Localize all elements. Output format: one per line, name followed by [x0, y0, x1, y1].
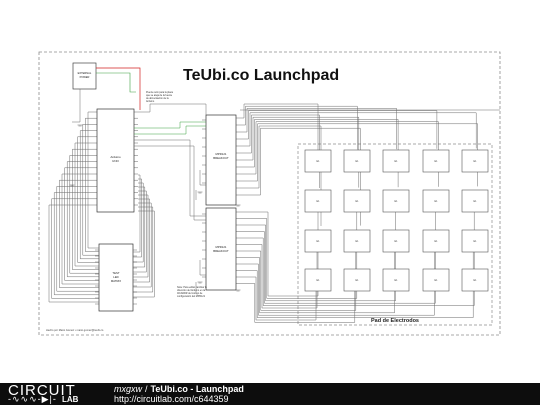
- footer-bar: CIRCUIT -∿∿∿-▶|- LAB mxgxw/TeUbi.co - La…: [0, 382, 540, 405]
- svg-text:Puente solo para la placa: Puente solo para la placa: [146, 91, 174, 94]
- electrode-pad[interactable]: E1: [382, 149, 410, 173]
- svg-text:de alimentación de la: de alimentación de la: [146, 97, 169, 100]
- power-label-1: EXTERNAL: [78, 71, 92, 75]
- electrode-pad[interactable]: E1: [422, 189, 450, 213]
- schematic-svg: TeUbi.co Launchpad EXTERNAL POWER Puente…: [38, 51, 501, 336]
- electrode-pad[interactable]: E1: [422, 229, 450, 253]
- arduino-chip[interactable]: Arduino UNO: [96, 108, 135, 213]
- schematic-canvas[interactable]: TeUbi.co Launchpad EXTERNAL POWER Puente…: [0, 0, 540, 383]
- logo-lab-text: LAB: [62, 395, 79, 404]
- mpr2-label-1: MPR121: [216, 245, 227, 249]
- credit-text: Hecho por Mario Gomez • mario.gomez@teub…: [46, 328, 104, 332]
- mpr121-chip-2[interactable]: MPR121 BREAKOUT: [205, 207, 237, 291]
- electrode-pad[interactable]: E1: [382, 229, 410, 253]
- electrode-pad[interactable]: E1: [382, 189, 410, 213]
- address-note: Note: Para editar cambiar la dirección d…: [177, 286, 207, 298]
- electrode-label: E1: [435, 160, 439, 163]
- svg-text:Arduino: Arduino: [146, 100, 155, 103]
- electrode-label: E1: [435, 200, 439, 203]
- led-label-2: LED: [113, 275, 118, 279]
- electrode-label: E1: [474, 200, 478, 203]
- electrode-pad[interactable]: E1: [382, 268, 410, 292]
- led-label-1: TEST: [112, 271, 119, 275]
- arduino-label-2: UNO: [112, 159, 119, 163]
- electrode-label: E1: [317, 160, 321, 163]
- electrode-pad[interactable]: E1: [304, 268, 332, 292]
- electrode-label: E1: [474, 160, 478, 163]
- power-label-2: POWER: [80, 75, 90, 79]
- electrode-label: E1: [356, 240, 360, 243]
- svg-text:dirección del Arduino en la: dirección del Arduino en la: [177, 289, 206, 292]
- electrode-pad[interactable]: E1: [461, 149, 489, 173]
- electrode-pad[interactable]: E1: [343, 189, 371, 213]
- electrode-pad[interactable]: E1: [304, 149, 332, 173]
- svg-text:I2CADDR del código de: I2CADDR del código de: [177, 292, 203, 295]
- electrode-label: E1: [356, 279, 360, 282]
- electrode-label: E1: [317, 240, 321, 243]
- circuit-url[interactable]: http://circuitlab.com/c644359: [114, 394, 229, 404]
- electrode-label: E1: [435, 279, 439, 282]
- circuit-title: TeUbi.co - Launchpad: [150, 384, 244, 394]
- jumper-note: Puente solo para la placa que se aleja d…: [146, 91, 174, 103]
- diagram-title: TeUbi.co Launchpad: [183, 67, 339, 84]
- arduino-label-1: Arduino: [110, 155, 121, 159]
- title-separator: /: [145, 384, 148, 394]
- electrode-label: E1: [395, 240, 399, 243]
- electrode-label: E1: [317, 279, 321, 282]
- schematic-border: [38, 51, 501, 336]
- electrode-pad[interactable]: E1: [461, 189, 489, 213]
- wire-network: [48, 103, 500, 323]
- chip-pins: [69, 111, 241, 305]
- led-matrix-chip[interactable]: TEST LED MATRIX: [98, 243, 134, 312]
- electrode-pad[interactable]: E1: [304, 189, 332, 213]
- electrode-label: E1: [395, 160, 399, 163]
- electrode-pad-region: [297, 143, 493, 326]
- circuitlab-logo[interactable]: CIRCUIT: [8, 382, 76, 399]
- electrode-pad[interactable]: E1: [422, 149, 450, 173]
- mpr2-label-2: BREAKOUT: [213, 249, 229, 253]
- logo-resistor-icon: -∿∿∿-▶|-: [8, 394, 57, 404]
- mpr1-label-1: MPR121: [216, 152, 227, 156]
- electrode-label: E1: [317, 200, 321, 203]
- electrode-pad[interactable]: E1: [461, 268, 489, 292]
- svg-text:Note: Para editar cambiar la: Note: Para editar cambiar la: [177, 286, 207, 289]
- electrode-label: E1: [356, 160, 360, 163]
- electrode-label: E1: [474, 279, 478, 282]
- electrode-pad[interactable]: E1: [343, 268, 371, 292]
- mpr1-label-2: BREAKOUT: [213, 156, 229, 160]
- mpr121-chip-1[interactable]: MPR121 BREAKOUT: [205, 114, 237, 206]
- electrode-pad[interactable]: E1: [461, 229, 489, 253]
- electrode-label: E1: [395, 200, 399, 203]
- electrode-label: E1: [435, 240, 439, 243]
- external-power-block[interactable]: EXTERNAL POWER: [72, 62, 97, 90]
- electrode-pad[interactable]: E1: [304, 229, 332, 253]
- electrode-label: E1: [356, 200, 360, 203]
- svg-text:que se aleja de la fuente: que se aleja de la fuente: [146, 94, 173, 97]
- electrode-label: E1: [474, 240, 478, 243]
- electrode-label: E1: [395, 279, 399, 282]
- svg-text:configuración del MPR121: configuración del MPR121: [177, 295, 206, 298]
- author-link[interactable]: mxgxw: [114, 384, 143, 394]
- electrode-pad[interactable]: E1: [343, 149, 371, 173]
- footer-title-line: mxgxw/TeUbi.co - Launchpad: [114, 384, 244, 394]
- electrode-pad-label: Pad de Electrodos: [371, 318, 419, 324]
- electrode-pad[interactable]: E1: [422, 268, 450, 292]
- led-label-3: MATRIX: [111, 279, 121, 283]
- electrode-pad[interactable]: E1: [343, 229, 371, 253]
